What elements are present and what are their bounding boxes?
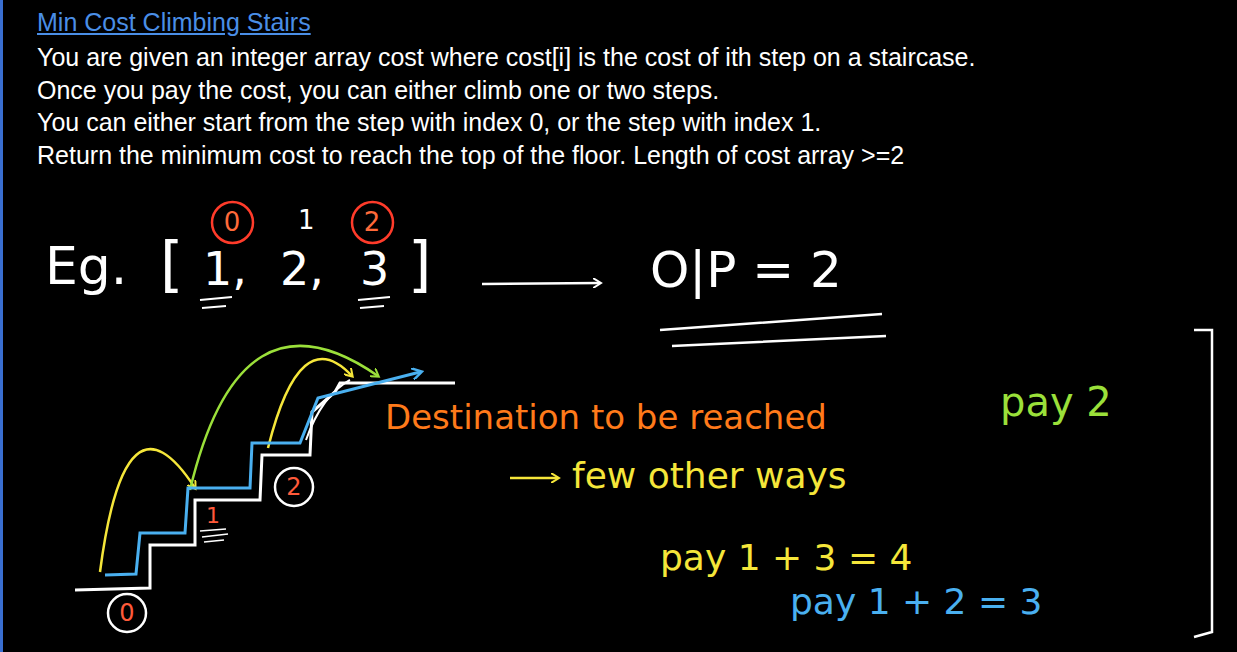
cost-note: pay 2 <box>1000 382 1112 422</box>
arrow <box>510 477 558 480</box>
array-value: 1, <box>203 246 247 292</box>
circled-number: 0 <box>210 200 255 245</box>
circled-number: 2 <box>273 466 315 508</box>
underline-mark <box>200 297 232 308</box>
strike-mark <box>200 529 228 542</box>
jump-arc <box>100 449 195 572</box>
circled-text: 2 <box>286 475 301 499</box>
array-bracket: ] <box>408 234 431 294</box>
jump-arc <box>190 346 378 490</box>
array-bracket: [ <box>160 234 183 294</box>
circle-outline <box>108 594 146 632</box>
cost-note: pay 1 + 2 = 3 <box>790 584 1042 620</box>
left-edge-bar <box>0 0 3 652</box>
circled-text: 0 <box>119 601 134 625</box>
circle-outline <box>212 202 253 243</box>
example-label: Eg. <box>45 240 127 292</box>
problem-text: You are given an integer array cost wher… <box>37 42 975 73</box>
step-path <box>105 372 420 575</box>
problem-text: You can either start from the step with … <box>37 107 821 138</box>
array-value: 3 <box>360 246 389 292</box>
array-value: 2, <box>280 246 324 292</box>
note: few other ways <box>572 458 847 494</box>
slide-title: Min Cost Climbing Stairs <box>37 7 311 38</box>
problem-text: Once you pay the cost, you can either cl… <box>37 75 719 106</box>
bracket <box>1194 330 1212 637</box>
step-number: 1 <box>206 505 220 527</box>
cost-note: pay 1 + 3 = 4 <box>660 540 912 576</box>
circled-number: 0 <box>106 592 148 634</box>
circle-outline <box>352 202 393 243</box>
circled-text: 2 <box>364 209 381 235</box>
underline-mark <box>358 297 390 308</box>
problem-text: Return the minimum cost to reach the top… <box>37 140 904 171</box>
circled-number: 2 <box>350 200 395 245</box>
arrow <box>482 283 600 284</box>
jump-arc <box>268 359 352 448</box>
underline-mark <box>660 314 886 346</box>
circled-text: 0 <box>224 209 241 235</box>
destination-note: Destination to be reached <box>385 400 827 434</box>
circle-outline <box>275 468 313 506</box>
output-value: O|P = 2 <box>650 245 842 295</box>
index-number: 1 <box>298 207 315 233</box>
